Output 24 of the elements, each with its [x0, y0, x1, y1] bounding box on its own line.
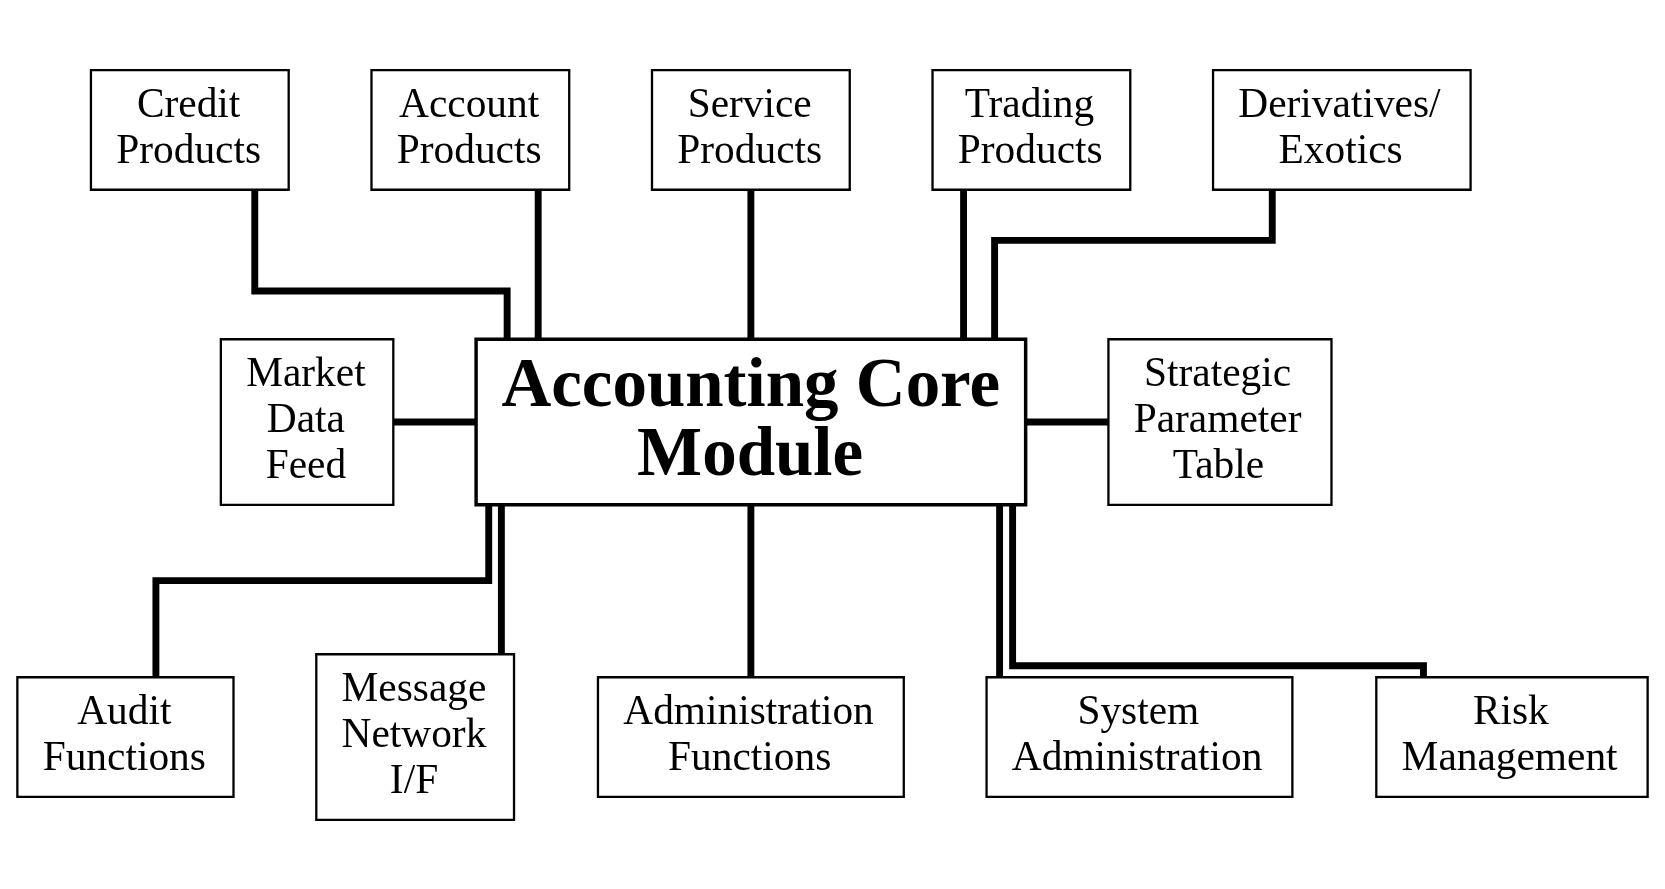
connector — [996, 505, 1004, 677]
node-box: Service Products — [650, 68, 851, 191]
connector — [251, 189, 511, 339]
connector — [534, 189, 542, 339]
node-box: Administration Functions — [596, 675, 905, 798]
connector — [497, 505, 505, 654]
connector — [747, 505, 755, 677]
node-box: Strategic Parameter Table — [1107, 337, 1333, 506]
node-box: Trading Products — [931, 68, 1132, 191]
node-box: Audit Functions — [16, 675, 235, 798]
connector — [393, 418, 476, 425]
node-box: Accounting Core Module — [474, 337, 1028, 506]
connector — [152, 504, 493, 677]
connector — [1009, 504, 1427, 677]
node-box: Account Products — [370, 68, 571, 191]
node-box: Market Data Feed — [219, 337, 395, 506]
connector — [960, 189, 968, 339]
node-box: Risk Management — [1375, 675, 1649, 798]
node-box: Credit Products — [89, 68, 290, 191]
node-box: Derivatives/ Exotics — [1211, 68, 1472, 191]
node-box: Message Network I/F — [315, 652, 516, 821]
connector — [747, 189, 755, 339]
connector — [991, 189, 1276, 339]
node-box: System Administration — [985, 675, 1294, 798]
